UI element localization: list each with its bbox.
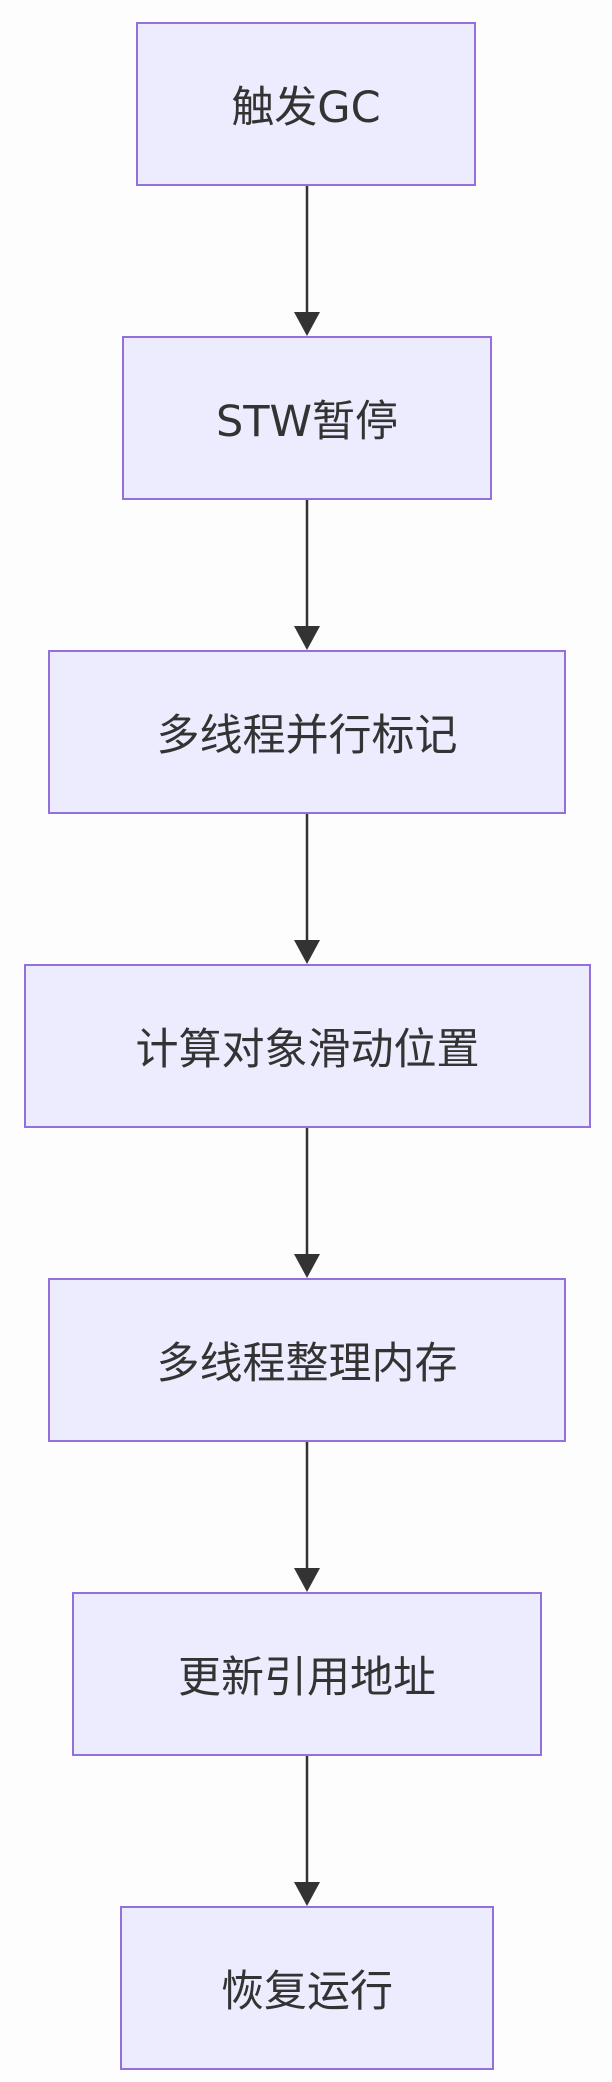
arrowhead-icon [294, 312, 320, 336]
edge-trigger-to-stw [294, 186, 320, 336]
arrowhead-icon [294, 626, 320, 650]
node-compute-slide: 计算对象滑动位置 [24, 964, 591, 1128]
arrowhead-icon [294, 940, 320, 964]
arrowhead-icon [294, 1254, 320, 1278]
node-label: STW暂停 [215, 397, 399, 447]
arrowhead-icon [294, 1568, 320, 1592]
node-trigger-gc: 触发GC [136, 22, 476, 186]
node-stw-pause: STW暂停 [122, 336, 492, 500]
node-label: 触发GC [231, 83, 381, 133]
edge-mark-to-compute [294, 814, 320, 964]
edge-stw-to-mark [294, 500, 320, 650]
node-parallel-mark: 多线程并行标记 [48, 650, 566, 814]
node-label: 多线程并行标记 [156, 711, 458, 761]
node-label: 计算对象滑动位置 [135, 1025, 480, 1075]
node-label: 恢复运行 [221, 1967, 393, 2017]
arrowhead-icon [294, 1882, 320, 1906]
node-compact-memory: 多线程整理内存 [48, 1278, 566, 1442]
node-resume: 恢复运行 [120, 1906, 494, 2070]
edge-update-to-resume [294, 1756, 320, 1906]
edge-compute-to-compact [294, 1128, 320, 1278]
node-update-refs: 更新引用地址 [72, 1592, 542, 1756]
edge-compact-to-update [294, 1442, 320, 1592]
node-label: 更新引用地址 [178, 1653, 436, 1703]
node-label: 多线程整理内存 [156, 1339, 458, 1389]
